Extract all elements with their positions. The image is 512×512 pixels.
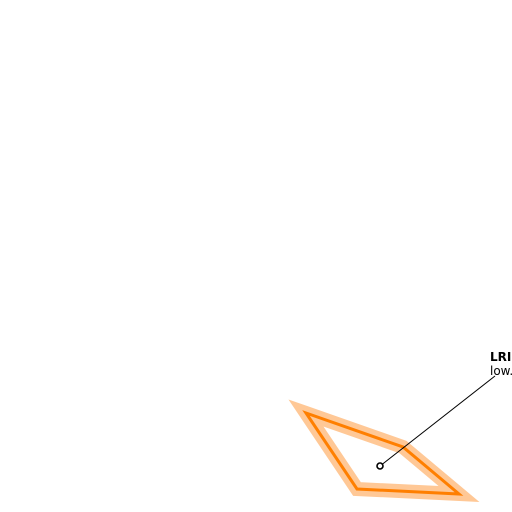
callout-leader-line — [379, 375, 496, 467]
callout-title: LRI — [490, 350, 512, 364]
callout-subtitle: low. — [490, 364, 512, 378]
callout-label: LRI low. — [490, 350, 512, 378]
area-polygon-halo — [288, 399, 480, 503]
area-polygon-outline[interactable] — [302, 410, 464, 496]
ring-point-icon[interactable] — [376, 462, 384, 470]
